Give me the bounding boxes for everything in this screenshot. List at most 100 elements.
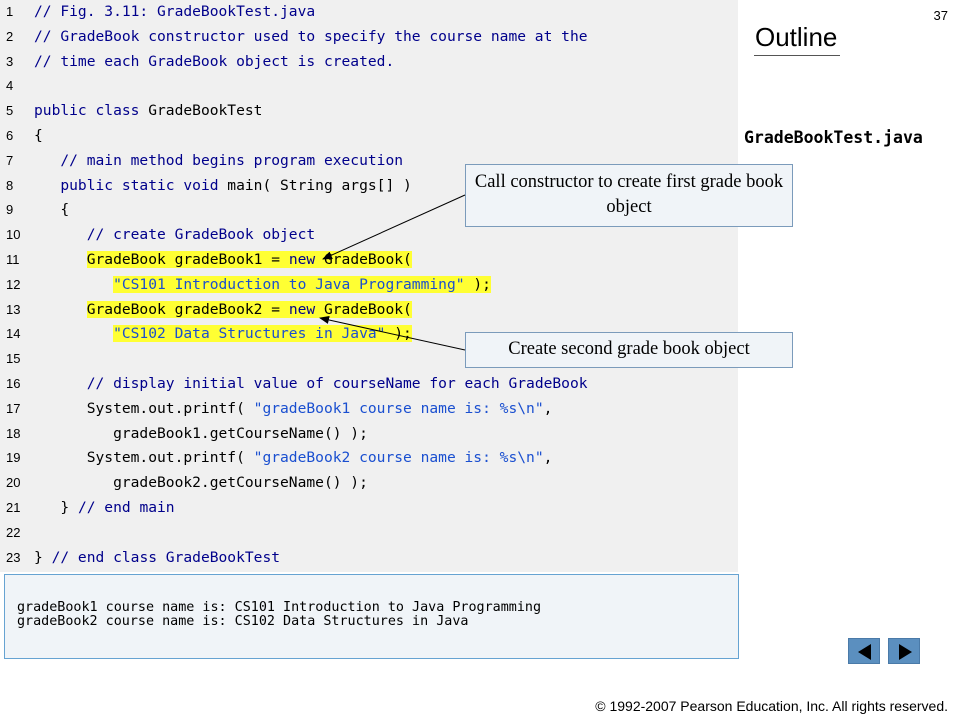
code-line: 13 GradeBook gradeBook2 = new GradeBook( <box>0 298 738 323</box>
line-number: 23 <box>6 549 21 565</box>
code-segment: { <box>34 127 43 144</box>
line-number: 13 <box>6 301 21 317</box>
code-segment: // end main <box>77 499 175 516</box>
code-text: } // end class GradeBookTest <box>34 546 280 571</box>
line-number: 10 <box>6 227 21 243</box>
code-text: // GradeBook constructor used to specify… <box>34 25 588 50</box>
next-slide-button[interactable] <box>888 638 920 664</box>
code-line: 20 gradeBook2.getCourseName() ); <box>0 471 738 496</box>
code-segment: main( String args[] ) <box>227 176 412 194</box>
code-segment: gradeBook2.getCourseName() ); <box>34 474 368 492</box>
line-number: 6 <box>6 128 14 143</box>
code-line: 1 // Fig. 3.11: GradeBookTest.java <box>0 0 738 25</box>
code-segment: System.out.printf( <box>34 399 254 417</box>
code-segment: { <box>34 201 70 219</box>
line-number: 17 <box>6 400 21 416</box>
code-segment: GradeBook gradeBook2 = <box>86 300 289 318</box>
line-number: 2 <box>6 28 14 44</box>
code-line: 3 // time each GradeBook object is create… <box>0 50 738 75</box>
code-segment: ); <box>464 275 491 293</box>
code-text: { <box>34 124 43 149</box>
callout-first-constructor: Call constructor to create first grade b… <box>465 164 793 227</box>
code-text: "CS102 Data Structures in Java" ); <box>34 322 412 347</box>
code-text: System.out.printf( "gradeBook2 course na… <box>34 446 553 471</box>
code-line: 8 public static void main( String args[]… <box>0 174 738 199</box>
code-text: gradeBook1.getCourseName() ); <box>34 422 368 447</box>
code-segment: GradeBook( <box>323 300 412 318</box>
line-number: 3 <box>6 53 14 69</box>
code-line: 15 <box>0 347 738 372</box>
code-segment: // Fig. 3.11: GradeBookTest.java <box>34 3 316 20</box>
code-segment: gradeBook1.getCourseName() ); <box>34 424 368 442</box>
code-segment: // display initial value of courseName f… <box>86 375 588 392</box>
file-name-label: GradeBookTest.java <box>744 128 923 147</box>
code-line: 17 System.out.printf( "gradeBook1 course… <box>0 397 738 422</box>
code-segment: GradeBook gradeBook1 = <box>86 251 289 268</box>
copyright-notice: © 1992-2007 Pearson Education, Inc. All … <box>595 698 948 714</box>
output-line: gradeBook2 course name is: CS102 Data St… <box>17 614 469 629</box>
code-line: 19 System.out.printf( "gradeBook2 course… <box>0 446 738 471</box>
code-segment: public class <box>34 102 149 120</box>
code-text: // create GradeBook object <box>34 223 315 248</box>
code-line: 6{ <box>0 124 738 149</box>
code-segment <box>34 251 87 268</box>
code-segment: } <box>34 548 52 566</box>
code-line: 11 GradeBook gradeBook1 = new GradeBook( <box>0 248 738 273</box>
code-segment: GradeBook( <box>323 251 412 268</box>
triangle-right-icon <box>899 644 912 660</box>
code-segment <box>34 152 60 169</box>
code-segment: , <box>543 449 553 467</box>
line-number: 5 <box>6 103 14 119</box>
code-text: GradeBook gradeBook2 = new GradeBook( <box>34 298 412 323</box>
code-text: GradeBook gradeBook1 = new GradeBook( <box>34 248 412 273</box>
triangle-left-icon <box>858 644 871 660</box>
code-line: 12 "CS101 Introduction to Java Programmi… <box>0 273 738 298</box>
code-segment: GradeBookTest <box>148 102 263 120</box>
code-segment <box>34 325 113 342</box>
code-line: 18 gradeBook1.getCourseName() ); <box>0 422 738 447</box>
code-line: 5 public class GradeBookTest <box>0 99 738 124</box>
slide-number: 37 <box>933 8 948 23</box>
code-segment: public static void <box>60 176 228 194</box>
code-segment: } <box>34 499 78 516</box>
code-line: 10 // create GradeBook object <box>0 223 738 248</box>
line-number: 19 <box>6 450 21 466</box>
code-segment: "gradeBook1 course name is: %s\n" <box>253 399 544 417</box>
code-text: // time each GradeBook object is created… <box>34 50 394 75</box>
code-segment: // main method begins program execution <box>60 151 404 169</box>
code-line: 7 // main method begins program executio… <box>0 149 738 174</box>
code-segment <box>34 226 87 243</box>
previous-slide-button[interactable] <box>848 638 880 664</box>
output-line: gradeBook1 course name is: CS101 Introdu… <box>17 600 542 615</box>
code-text: gradeBook2.getCourseName() ); <box>34 471 368 496</box>
code-text: // Fig. 3.11: GradeBookTest.java <box>34 0 315 25</box>
code-segment: // create GradeBook object <box>86 226 316 244</box>
code-line: 2 // GradeBook constructor used to specif… <box>0 25 738 50</box>
line-number: 22 <box>6 524 21 540</box>
code-line: 23} // end class GradeBookTest <box>0 546 738 571</box>
outline-underline <box>754 55 840 56</box>
callout-second-constructor: Create second grade book object <box>465 332 793 368</box>
line-number: 15 <box>6 351 21 367</box>
code-segment: "gradeBook2 course name is: %s\n" <box>253 449 544 467</box>
line-number: 1 <box>6 4 14 19</box>
code-text: public class GradeBookTest <box>34 99 262 124</box>
code-segment <box>34 375 87 392</box>
code-text: { <box>34 198 69 223</box>
code-segment: "CS102 Data Structures in Java" <box>113 325 386 343</box>
code-segment <box>34 276 113 293</box>
code-segment: System.out.printf( <box>34 449 254 467</box>
line-number: 4 <box>6 78 14 94</box>
code-line: 9 { <box>0 198 738 223</box>
code-line: 16 // display initial value of courseNam… <box>0 372 738 397</box>
line-number: 7 <box>6 152 14 168</box>
line-number: 11 <box>6 252 20 267</box>
code-line: 22 <box>0 521 738 546</box>
line-number: 16 <box>6 376 21 391</box>
code-text: // main method begins program execution <box>34 149 403 174</box>
code-segment: ); <box>385 325 412 343</box>
code-text: System.out.printf( "gradeBook1 course na… <box>34 397 553 422</box>
program-output: gradeBook1 course name is: CS101 Introdu… <box>4 574 739 659</box>
code-segment: // end class GradeBookTest <box>51 548 281 566</box>
code-text: } // end main <box>34 496 175 521</box>
